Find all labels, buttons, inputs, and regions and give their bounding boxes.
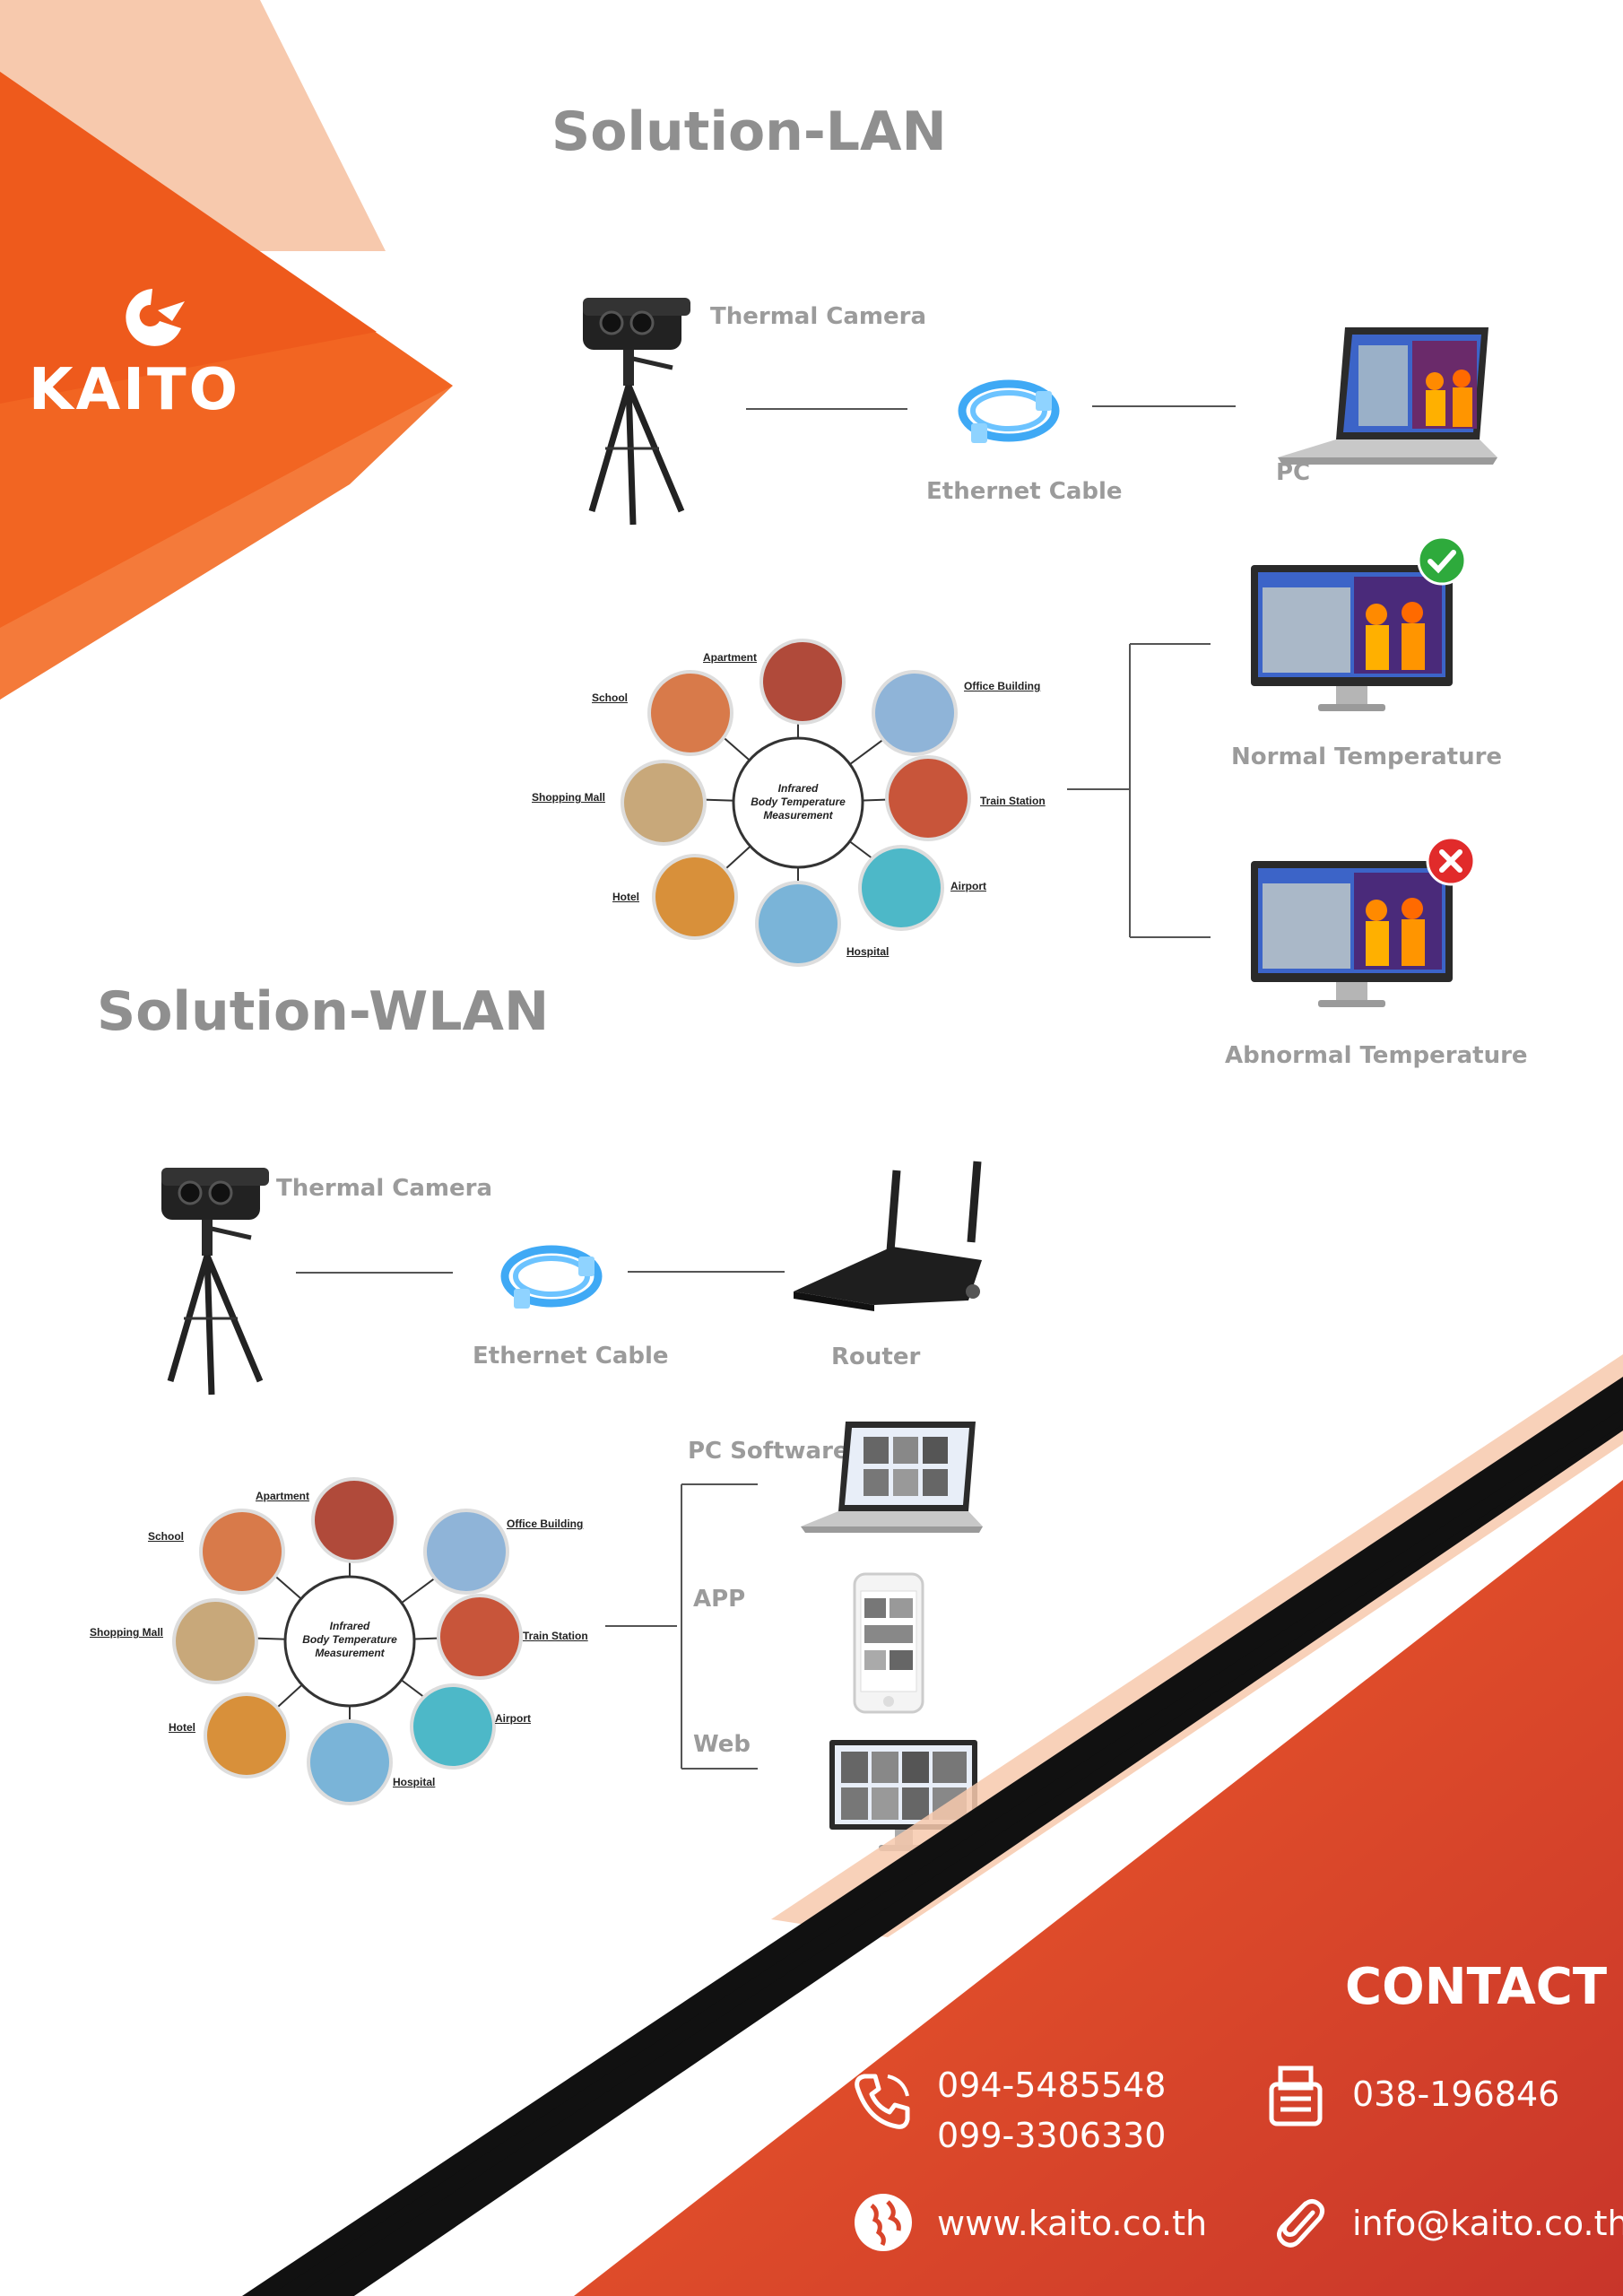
wlan-title: Solution-WLAN [97, 980, 550, 1043]
normal-monitor-image [1251, 565, 1453, 711]
lan-place-mall: Shopping Mall [532, 791, 605, 804]
wlan-place-office: Office Building [507, 1518, 584, 1530]
app-phone-image [853, 1572, 924, 1714]
wlan-place-mall: Shopping Mall [90, 1626, 163, 1639]
wlan-connector-line-2 [628, 1271, 785, 1273]
paperclip-icon [1277, 2198, 1325, 2248]
abnormal-monitor-image [1251, 861, 1453, 1007]
thermal-camera-image [583, 298, 690, 526]
contact-email[interactable]: info@kaito.co.th [1352, 2204, 1623, 2243]
lan-connector-line-2 [1092, 405, 1236, 407]
wlan-bracket-lines [605, 1483, 758, 1770]
lan-camera-label: Thermal Camera [710, 303, 927, 330]
contact-website[interactable]: www.kaito.co.th [937, 2204, 1208, 2243]
wlan-hub-center-line3: Measurement [315, 1647, 385, 1659]
lan-place-office: Office Building [964, 680, 1041, 692]
lan-place-apartment: Apartment [703, 651, 758, 664]
app-label: APP [693, 1586, 746, 1613]
wlan-hub-center-line2: Body Temperature [302, 1633, 397, 1646]
wlan-hub-diagram [172, 1477, 523, 1805]
lan-place-airport: Airport [950, 880, 986, 892]
wlan-place-apartment: Apartment [256, 1490, 310, 1502]
fax-icon [1269, 2066, 1323, 2126]
lan-hub-diagram [621, 639, 971, 967]
hub-center-line1: Infrared [777, 782, 819, 795]
wlan-place-hotel: Hotel [169, 1721, 195, 1734]
pc-software-label: PC Software [688, 1438, 849, 1465]
router-image [794, 1161, 982, 1311]
phone-icon [855, 2074, 910, 2129]
lan-bracket-lines [1067, 643, 1211, 938]
wlan-place-school: School [148, 1530, 185, 1543]
lan-hub-center-text: Infrared Body Temperature Measurement [744, 782, 852, 822]
lan-pc-label: PC [1276, 459, 1311, 486]
contact-phone-2[interactable]: 099-3306330 [937, 2116, 1167, 2155]
contact-phone-1[interactable]: 094-5485548 [937, 2066, 1167, 2105]
hub-center-line2: Body Temperature [751, 796, 846, 808]
wlan-place-airport: Airport [495, 1712, 531, 1725]
abnormal-temperature-label: Abnormal Temperature [1225, 1042, 1528, 1069]
wlan-camera-label: Thermal Camera [276, 1175, 493, 1202]
globe-icon [855, 2194, 912, 2251]
kaito-logo-icon [126, 289, 185, 346]
wlan-hub-center-line1: Infrared [329, 1620, 370, 1632]
lan-connector-line-1 [746, 408, 907, 410]
contact-corner-graphic [242, 1354, 1623, 2296]
wlan-place-train: Train Station [523, 1630, 588, 1642]
contact-fax[interactable]: 038-196846 [1352, 2074, 1560, 2114]
contact-title: CONTACT [1345, 1958, 1608, 2016]
wlan-cable-label: Ethernet Cable [473, 1343, 669, 1370]
wlan-thermal-camera-image [161, 1168, 269, 1396]
wlan-connector-line-1 [296, 1272, 453, 1274]
normal-temperature-label: Normal Temperature [1231, 744, 1503, 770]
brand-corner-graphic [0, 0, 453, 700]
lan-cable-label: Ethernet Cable [926, 478, 1123, 505]
pc-laptop-image [1278, 327, 1497, 465]
wlan-hub-center-text: Infrared Body Temperature Measurement [296, 1620, 404, 1660]
wlan-place-hospital: Hospital [393, 1776, 436, 1788]
check-icon [1417, 535, 1467, 586]
web-label: Web [693, 1731, 751, 1758]
ethernet-cable-icon [958, 379, 1060, 443]
lan-place-hotel: Hotel [612, 891, 639, 903]
brand-name: KAITO [29, 357, 240, 423]
lan-title: Solution-LAN [551, 100, 947, 163]
router-label: Router [831, 1344, 921, 1370]
hub-center-line3: Measurement [763, 809, 833, 822]
cross-icon [1426, 836, 1476, 886]
pc-software-laptop-image [801, 1422, 983, 1533]
lan-place-hospital: Hospital [846, 945, 890, 958]
lan-place-school: School [592, 691, 629, 704]
lan-place-train: Train Station [980, 795, 1046, 807]
wlan-ethernet-cable-icon [500, 1245, 603, 1309]
